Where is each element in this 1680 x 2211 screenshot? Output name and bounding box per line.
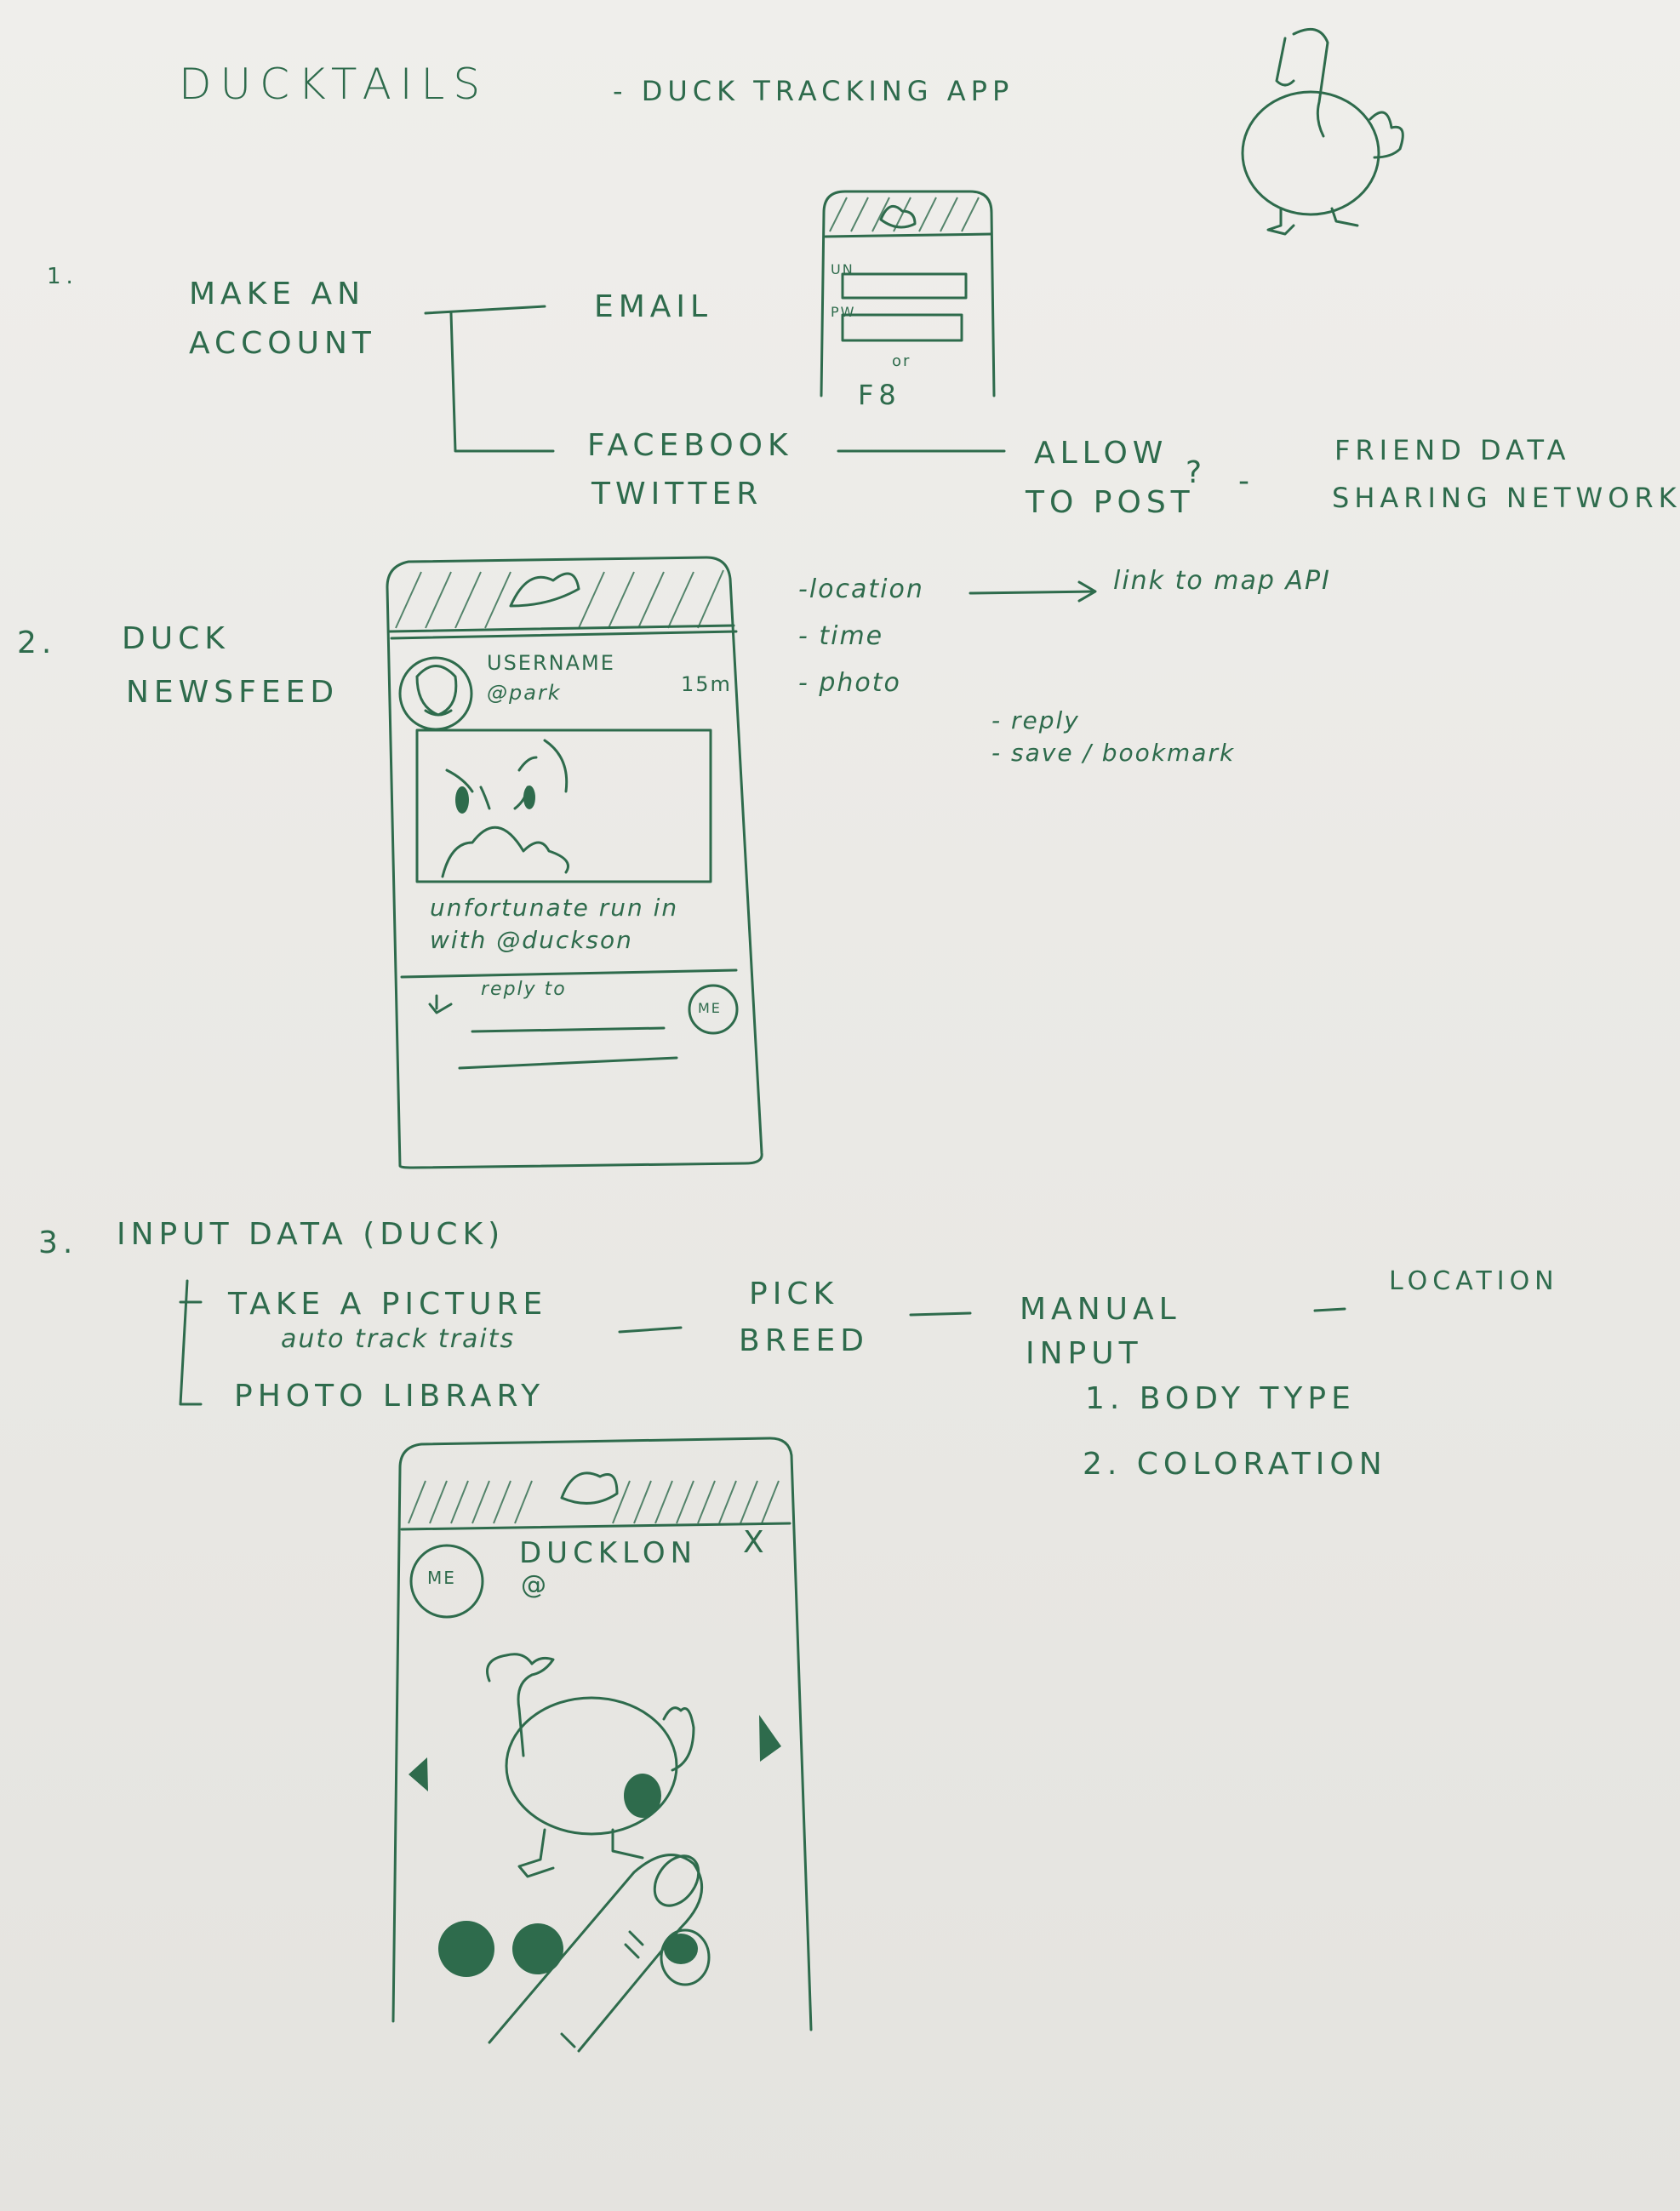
allow-line2: TO POST	[1026, 485, 1195, 520]
profile-avatar-me: ME	[427, 1568, 456, 1588]
login-social-icons: F8	[858, 379, 901, 411]
login-pw-label: PW	[831, 304, 856, 320]
allow-question: ?	[1186, 455, 1208, 490]
post-time: 15m	[681, 672, 732, 696]
section1-number: 1.	[47, 264, 78, 289]
action-save: - save / bookmark	[991, 739, 1236, 767]
option-take-picture: TAKE A PICTURE	[228, 1287, 548, 1322]
section2-number: 2.	[17, 626, 57, 660]
section2-heading-line2: NEWSFEED	[126, 675, 340, 710]
login-phone-sketch	[820, 190, 996, 397]
login-or-label: or	[892, 352, 911, 370]
list-coloration: 2. COLORATION	[1083, 1447, 1387, 1482]
note-map-api: link to map API	[1113, 566, 1331, 596]
friend-line2: SHARING NETWORK	[1332, 482, 1680, 514]
pick-line2: BREED	[739, 1323, 869, 1358]
friend-line1: FRIEND DATA	[1334, 434, 1571, 466]
note-location: -location	[798, 574, 924, 604]
option-auto-track: auto track traits	[281, 1324, 516, 1354]
profile-phone-sketch	[391, 1437, 813, 2053]
newsfeed-phone-sketch	[386, 556, 763, 1169]
close-icon[interactable]: X	[743, 1525, 769, 1560]
option-photo-library: PHOTO LIBRARY	[234, 1379, 546, 1414]
note-photo: - photo	[798, 668, 901, 698]
manual-line2: INPUT	[1026, 1336, 1143, 1371]
section1-heading-line2: ACCOUNT	[189, 326, 376, 361]
app-title: DUCKTAILS	[179, 60, 489, 109]
section3-heading: INPUT DATA (DUCK)	[117, 1217, 506, 1252]
app-subtitle: - DUCK TRACKING APP	[613, 75, 1014, 107]
reply-field-label[interactable]: reply to	[481, 979, 567, 1000]
allow-dash: -	[1238, 464, 1254, 499]
reply-avatar-me: ME	[698, 1000, 722, 1016]
section2-heading-line1: DUCK	[122, 621, 230, 656]
option-email: EMAIL	[594, 289, 713, 324]
list-body-type: 1. BODY TYPE	[1085, 1381, 1356, 1416]
section3-number: 3.	[38, 1225, 78, 1260]
option-twitter: TWITTER	[591, 477, 763, 511]
manual-line1: MANUAL	[1020, 1292, 1181, 1327]
option-facebook: FACEBOOK	[587, 428, 793, 463]
post-handle: @park	[487, 681, 562, 705]
section1-heading-line1: MAKE AN	[189, 277, 366, 311]
login-un-label: UN	[831, 261, 854, 277]
allow-line1: ALLOW	[1034, 436, 1169, 471]
duck-doodle-icon	[1241, 27, 1404, 236]
note-time: - time	[798, 621, 884, 651]
option-location: LOCATION	[1389, 1266, 1559, 1296]
post-username: USERNAME	[487, 651, 615, 675]
post-caption-line1: unfortunate run in	[430, 894, 679, 922]
profile-name: DUCKLON	[519, 1536, 698, 1570]
profile-handle: @	[521, 1570, 551, 1600]
pick-line1: PICK	[749, 1277, 839, 1311]
post-caption-line2: with @duckson	[430, 926, 633, 954]
action-reply: - reply	[991, 706, 1080, 734]
